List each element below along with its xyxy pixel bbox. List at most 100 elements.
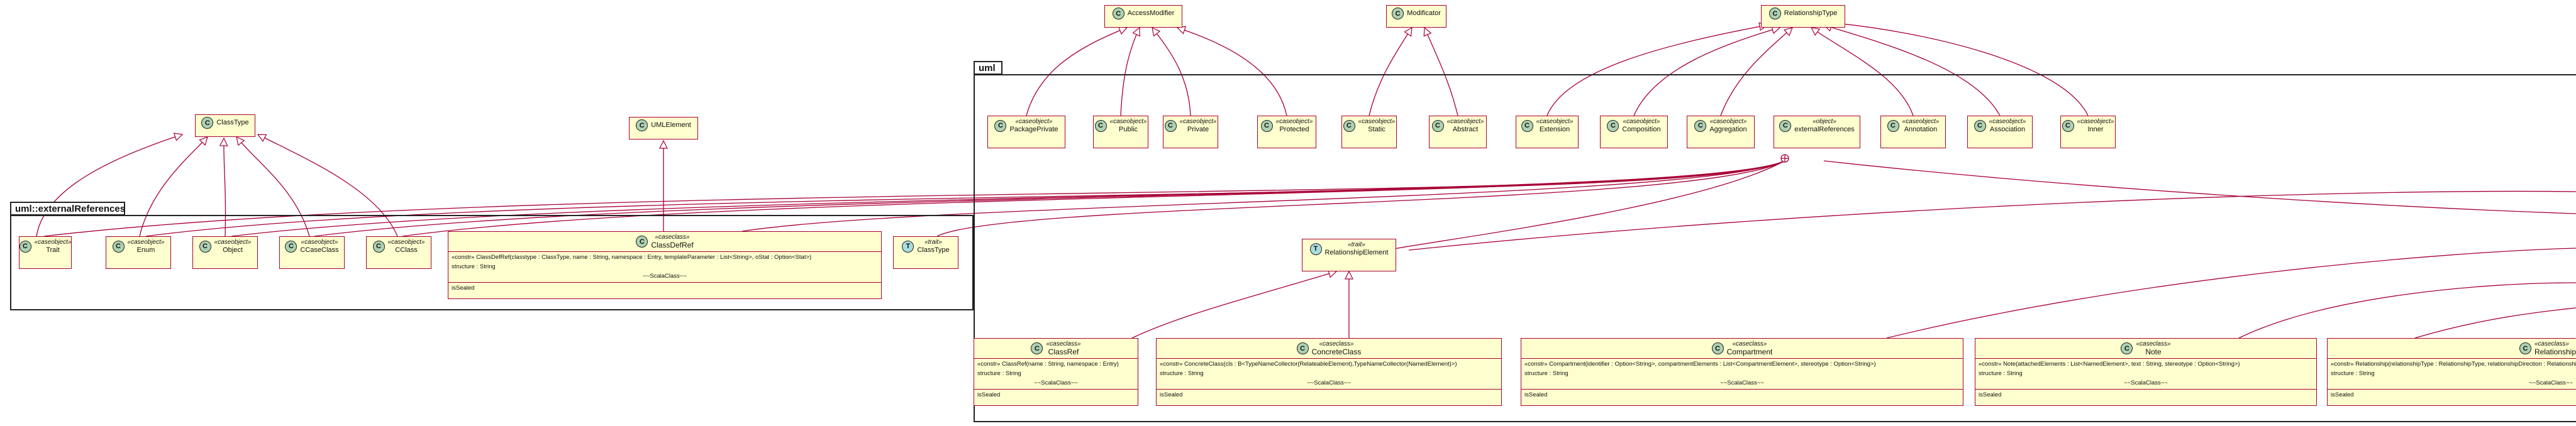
member-method: isSealed — [1524, 391, 1548, 398]
caseobject-cclass[interactable]: C «caseobject» CClass — [366, 236, 431, 269]
member-method: isSealed — [2331, 391, 2354, 398]
class-name: Relationship — [2534, 347, 2576, 356]
trait-relationshipelement[interactable]: T «trait» RelationshipElement — [1302, 239, 1396, 271]
edge-extref-enum — [145, 160, 1785, 237]
caseobject-packageprivate[interactable]: C «caseobject» PackagePrivate — [987, 116, 1065, 148]
trait-classtype[interactable]: T «trait» ClassType — [893, 236, 958, 269]
caseobject-association[interactable]: C «caseobject» Association — [1967, 116, 2033, 148]
class-circle-icon: C — [1768, 8, 1781, 19]
member-field: structure : String — [1524, 370, 1568, 378]
member-field: structure : String — [977, 370, 1021, 378]
edge-classref-relationshipelement — [1131, 271, 1336, 339]
class-circle-icon: C — [199, 240, 211, 253]
class-name: Association — [1989, 125, 2026, 133]
edge-trait-classtype — [36, 134, 182, 237]
stereotype-label: «object» — [1813, 118, 1836, 125]
caseclass-relationship[interactable]: C «caseclass» Relationship «constr» Rela… — [2327, 338, 2576, 406]
class-name: Extension — [1539, 125, 1570, 133]
class-name: Compartment — [1726, 347, 1773, 356]
package-externalreferences-tab: uml::externalReferences — [10, 202, 125, 216]
caseobject-trait[interactable]: C «caseobject» Trait — [19, 236, 72, 269]
class-name: ConcreteClass — [1311, 347, 1362, 356]
class-classtype[interactable]: C ClassType — [195, 114, 255, 137]
caseobject-extension[interactable]: C «caseobject» Extension — [1516, 116, 1579, 148]
stereotype-label: «caseobject» — [34, 239, 72, 246]
member-method: isSealed — [1160, 391, 1183, 398]
caseobject-protected[interactable]: C «caseobject» Protected — [1257, 116, 1316, 148]
class-relationshiptype[interactable]: C RelationshipType — [1761, 5, 1845, 28]
stereotype-label: «caseobject» — [127, 239, 165, 246]
member-field: structure : String — [2331, 370, 2375, 378]
caseclass-compartment[interactable]: C «caseclass» Compartment «constr» Compa… — [1521, 338, 1963, 406]
caseobject-static[interactable]: C «caseobject» Static — [1341, 116, 1397, 148]
caseobject-annotation[interactable]: C «caseobject» Annotation — [1880, 116, 1946, 148]
class-circle-icon: C — [1296, 342, 1309, 355]
package-externalreferences — [10, 215, 974, 310]
stereotype-label: «caseobject» — [1709, 118, 1747, 125]
class-name: Inner — [2087, 125, 2104, 133]
class-name: PackagePrivate — [1009, 125, 1058, 133]
caseobject-inner[interactable]: C «caseobject» Inner — [2060, 116, 2116, 148]
class-umlelement[interactable]: C UMLElement — [629, 117, 698, 139]
member-scalaclass: ~~ScalaClass~~ — [2124, 380, 2168, 387]
class-circle-icon: C — [1779, 119, 1792, 132]
edge-protected-accessmodifier — [1177, 28, 1287, 116]
member-field: structure : String — [452, 263, 496, 271]
member-method: isSealed — [452, 284, 475, 292]
class-name: Annotation — [1904, 125, 1938, 133]
member-constructor: «constr» Relationship(relationshipType :… — [2331, 361, 2576, 368]
member-constructor: «constr» ClassRef(name : String, namespa… — [977, 361, 1119, 368]
caseclass-classref[interactable]: C «caseclass» ClassRef «constr» ClassRef… — [974, 338, 1138, 406]
edge-object-classtype — [224, 138, 226, 237]
package-uml — [974, 74, 2576, 422]
class-name: Public — [1119, 125, 1138, 133]
member-method: isSealed — [1979, 391, 2002, 398]
caseobject-aggregation[interactable]: C «caseobject» Aggregation — [1687, 116, 1755, 148]
class-name: externalReferences — [1794, 125, 1855, 133]
stereotype-label: «caseobject» — [387, 239, 425, 246]
class-name: Composition — [1622, 125, 1661, 133]
caseobject-composition[interactable]: C «caseobject» Composition — [1600, 116, 1668, 148]
stereotype-label: «caseobject» — [301, 239, 338, 246]
member-field: structure : String — [1160, 370, 1204, 378]
stereotype-label: «caseclass» — [655, 234, 690, 241]
caseclass-note[interactable]: C «caseclass» Note «constr» Note(attache… — [1975, 338, 2317, 406]
caseclass-concreteclass[interactable]: C «caseclass» ConcreteClass «constr» Con… — [1156, 338, 1502, 406]
class-circle-icon: C — [112, 240, 125, 253]
edge-inner-relationshiptype — [1830, 23, 2089, 116]
edge-annotation-relationshiptype — [1811, 28, 1914, 116]
class-circle-icon: C — [285, 240, 297, 253]
edge-extref-relationshipelement — [1386, 160, 1785, 251]
class-accessmodifier[interactable]: C AccessModifier — [1104, 5, 1182, 28]
caseobject-public[interactable]: C «caseobject» Public — [1093, 116, 1148, 148]
caseobject-abstract[interactable]: C «caseobject» Abstract — [1429, 116, 1487, 148]
caseclass-classdefref[interactable]: C «caseclass» ClassDefRef «constr» Class… — [448, 231, 882, 299]
caseobject-object[interactable]: C «caseobject» Object — [192, 236, 258, 269]
class-circle-icon: C — [1260, 119, 1273, 132]
edge-static-modificator — [1368, 28, 1412, 116]
class-circle-icon: C — [1694, 119, 1707, 132]
caseobject-enum[interactable]: C «caseobject» Enum — [106, 236, 171, 269]
class-name: CClass — [395, 246, 418, 254]
class-circle-icon: C — [1164, 119, 1177, 132]
object-externalreferences[interactable]: C «object» externalReferences — [1774, 116, 1860, 148]
class-name: Note — [2145, 347, 2162, 356]
stereotype-label: «trait» — [924, 239, 942, 246]
trait-circle-icon: T — [1309, 243, 1322, 255]
edge-extref-classtype-trait — [936, 160, 1785, 237]
edge-aggregation-relationshiptype — [1720, 28, 1792, 116]
class-name: CCaseClass — [300, 246, 339, 254]
class-circle-icon: C — [2121, 342, 2133, 355]
member-scalaclass: ~~ScalaClass~~ — [1307, 380, 1351, 387]
class-name: RelationshipType — [1784, 9, 1838, 18]
edge-association-relationshiptype — [1824, 25, 2001, 116]
class-modificator[interactable]: C Modificator — [1386, 5, 1446, 28]
class-name: Abstract — [1452, 125, 1479, 133]
class-circle-icon: C — [1974, 119, 1986, 132]
caseobject-private[interactable]: C «caseobject» Private — [1163, 116, 1218, 148]
stereotype-label: «trait» — [1348, 241, 1365, 248]
stereotype-label: «caseobject» — [1446, 118, 1484, 125]
class-circle-icon: C — [1607, 119, 1619, 132]
caseobject-ccaseclass[interactable]: C «caseobject» CCaseClass — [279, 236, 345, 269]
stereotype-label: «caseobject» — [1623, 118, 1660, 125]
